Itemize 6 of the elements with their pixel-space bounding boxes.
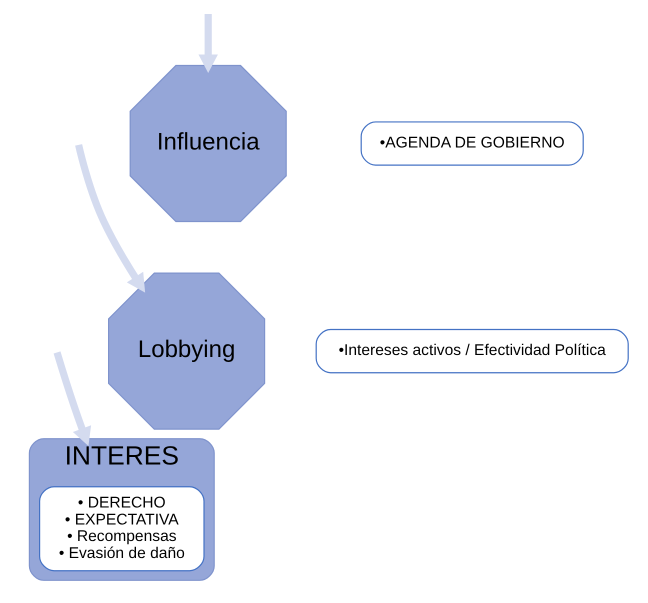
arrow	[54, 351, 92, 446]
arrow	[75, 144, 146, 293]
node-box: •AGENDA DE GOBIERNO	[360, 121, 584, 166]
arrow	[198, 14, 218, 74]
node-box: •Intereses activos / Efectividad Política	[316, 328, 629, 374]
node-box: • DERECHO • EXPECTATIVA • Recompensas • Evasión de daño	[39, 486, 205, 572]
